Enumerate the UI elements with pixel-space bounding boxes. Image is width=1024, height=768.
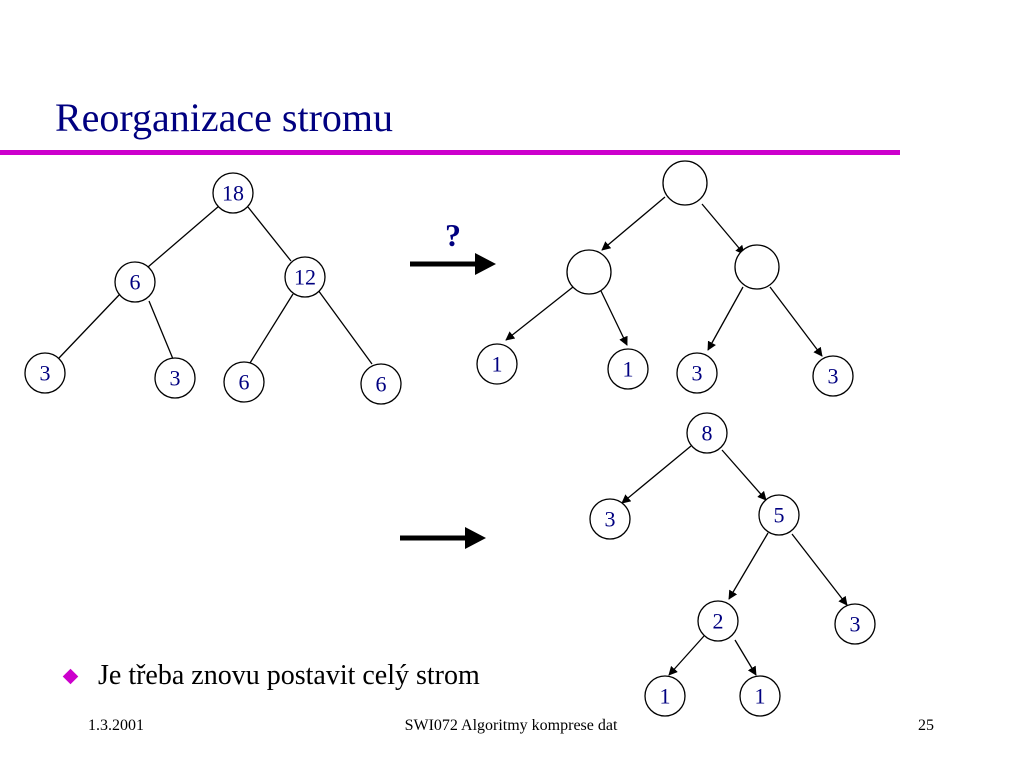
transform-arrow-top <box>410 253 496 275</box>
node-value: 6 <box>130 270 141 295</box>
tree-node: 3 <box>834 603 876 645</box>
tree-node: 2 <box>697 600 739 642</box>
edge <box>668 635 705 676</box>
footer-date: 1.3.2001 <box>88 717 144 734</box>
tree-node <box>734 244 780 290</box>
tree-node: 1 <box>739 675 781 717</box>
node-value: 3 <box>40 361 51 386</box>
tree-node: 3 <box>589 498 631 540</box>
edge <box>147 205 220 268</box>
tree-node: 12 <box>284 256 326 298</box>
node-value: 5 <box>774 503 785 528</box>
node-value: 3 <box>605 507 616 532</box>
edge <box>701 203 745 255</box>
result-tree <box>621 445 848 676</box>
node-value: 3 <box>828 364 839 389</box>
tree-node: 5 <box>758 494 800 536</box>
bullet-text: Je třeba znovu postavit celý strom <box>98 660 480 691</box>
tree-node <box>662 160 708 206</box>
node-value: 6 <box>376 372 387 397</box>
tree-node: 6 <box>223 361 265 403</box>
node-value: 3 <box>692 361 703 386</box>
node-value: 2 <box>713 609 724 634</box>
bullet-item: Je třeba znovu postavit celý strom <box>62 660 480 692</box>
node-value: 3 <box>170 366 181 391</box>
edge <box>317 289 373 365</box>
node-value: 1 <box>755 684 766 709</box>
node-value: 1 <box>623 357 634 382</box>
tree-node: 18 <box>212 172 254 214</box>
edge <box>734 639 757 676</box>
edge <box>721 449 767 501</box>
edge <box>247 206 292 262</box>
node-value: 1 <box>660 684 671 709</box>
node-value: 18 <box>222 181 244 206</box>
slide-title: Reorganizace stromu <box>55 95 394 140</box>
transform-arrow-bottom <box>400 527 486 549</box>
node-value: 3 <box>850 612 861 637</box>
result-tree-nodes: 8 3 5 2 3 1 1 <box>589 412 876 717</box>
tree-node: 1 <box>644 675 686 717</box>
node-value: 8 <box>702 421 713 446</box>
tree-node: 3 <box>154 357 196 399</box>
edge <box>600 290 628 346</box>
footer-course: SWI072 Algoritmy komprese dat <box>0 717 1024 735</box>
edge <box>58 293 121 359</box>
tree-node: 6 <box>114 261 156 303</box>
tree-node: 1 <box>476 343 518 385</box>
edge <box>707 286 744 351</box>
tree-node: 6 <box>360 363 402 405</box>
edge <box>769 286 823 357</box>
tree-node: 8 <box>686 412 728 454</box>
question-mark: ? <box>445 217 461 253</box>
tree-node: 3 <box>812 355 854 397</box>
edge <box>728 532 769 600</box>
original-tree-nodes: 18 6 12 3 3 6 6 <box>24 172 402 405</box>
node-value: 1 <box>492 352 503 377</box>
tree-node: 3 <box>24 352 66 394</box>
edge <box>791 533 848 606</box>
tree-node: 1 <box>607 348 649 390</box>
edge <box>148 300 174 360</box>
edge <box>621 445 692 504</box>
template-tree-nodes: 1 1 3 3 <box>476 160 854 397</box>
title-divider <box>0 150 900 155</box>
node-value: 12 <box>294 265 316 290</box>
edge <box>601 196 666 251</box>
tree-node <box>566 249 612 295</box>
tree-node: 3 <box>676 352 718 394</box>
node-value: 6 <box>239 370 250 395</box>
edge <box>505 286 574 341</box>
template-tree <box>505 196 823 357</box>
footer-page-number: 25 <box>918 717 934 734</box>
diamond-bullet-icon <box>62 668 79 684</box>
original-tree <box>58 205 373 365</box>
edge <box>249 293 294 364</box>
footer-course-text: SWI072 Algoritmy komprese dat <box>404 717 618 734</box>
